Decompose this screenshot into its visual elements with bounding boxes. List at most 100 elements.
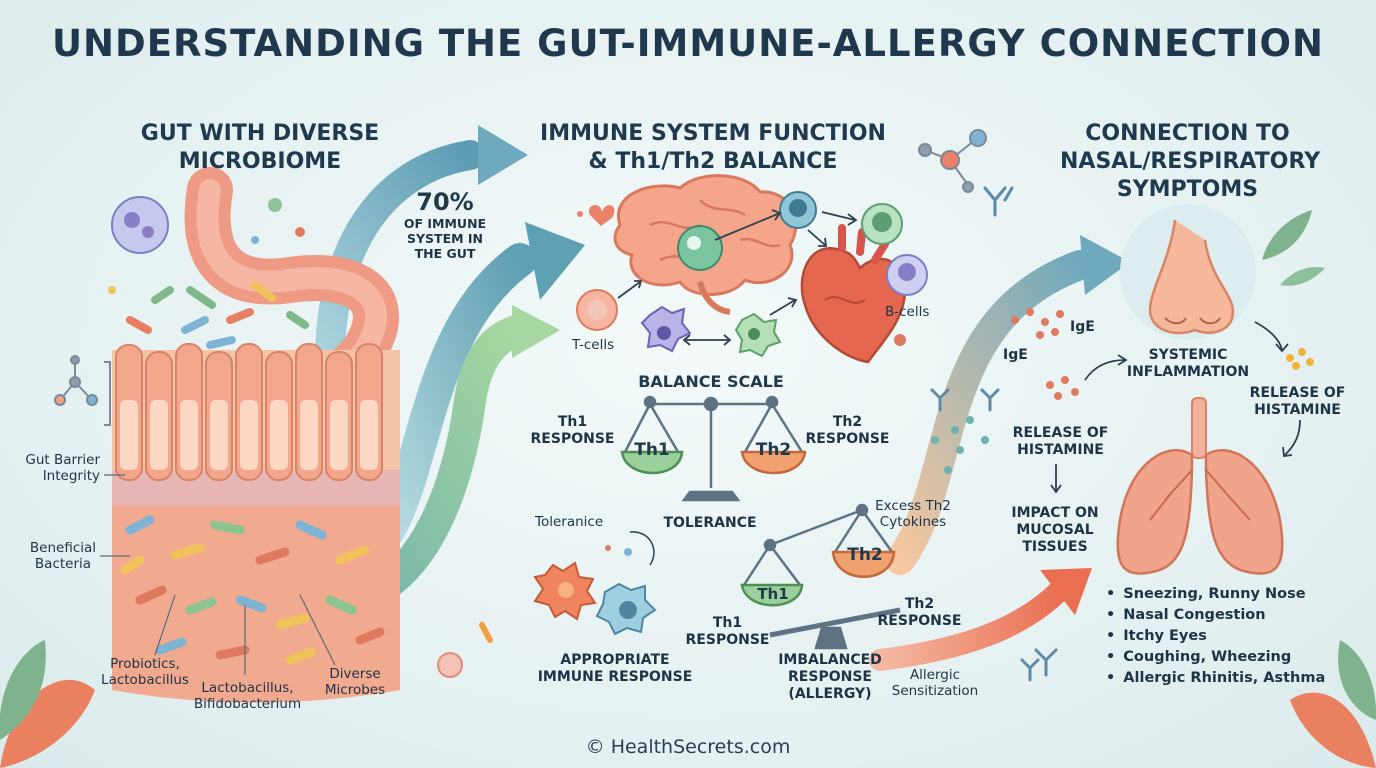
label-probiotics-line2: Lactobacillus [101,672,189,688]
section-title-immune-line1: IMMUNE SYSTEM FUNCTION [540,121,886,146]
molecule-icon-left [54,355,111,426]
microbes-cluster [108,196,493,678]
symptoms-list: Sneezing, Runny Nose Nasal Congestion It… [1106,584,1325,689]
tolerance-cells [533,531,657,636]
label-imbalanced-response: IMBALANCED RESPONSE (ALLERGY) [770,652,890,703]
label-th2-response-line1: Th2 [832,414,863,430]
symptom-item: Coughing, Wheezing [1106,647,1325,668]
section-title-nasal-line1: CONNECTION TO [1085,121,1290,146]
symptom-arrows [1050,321,1301,494]
label-th2-response-line2: RESPONSE [805,431,890,447]
nose-illustration [1120,204,1256,340]
flow-arrow-coral [869,568,1092,671]
label-systemic-inflammation: SYSTEMIC INFLAMMATION [1118,347,1258,381]
histamine-dots [931,308,1314,474]
section-title-nasal: CONNECTION TO NASAL/RESPIRATORY SYMPTOMS [1060,120,1321,204]
molecule-icon-right [918,129,987,193]
label-diverse-microbes-line1: Diverse [329,666,381,682]
label-gut-barrier: Gut Barrier Integrity [8,452,100,484]
label-allergic-sensitization-line1: Allergic [909,667,961,683]
symptom-item: Sneezing, Runny Nose [1106,584,1325,605]
label-tolerance-small: Toleranice [535,514,604,530]
label-diverse-microbes: Diverse Microbes [315,666,395,698]
label-imbalanced-response-line2: RESPONSE [788,669,872,685]
th1-plate-imbalanced: Th1 [757,585,789,603]
label-th1-response-line2: RESPONSE [530,431,615,447]
th1-plate-label: Th1 [634,440,670,460]
label-probiotics-line1: Probiotics, [110,656,180,672]
label-gut-barrier-line2: Integrity [42,468,100,484]
label-th1-response: Th1 RESPONSE [525,414,620,448]
antibody-icons [930,186,1058,682]
heart-illustration [800,224,907,364]
label-histamine-left-line2: HISTAMINE [1017,442,1104,458]
label-ige-lower: IgE [1003,347,1028,363]
label-allergic-sensitization-line2: Sensitization [891,683,979,699]
label-histamine-right-line1: RELEASE OF [1249,385,1346,401]
immune-cells [576,191,928,358]
th2-plate-imbalanced: Th2 [847,545,883,565]
immune-stat-line1: OF IMMUNE [403,216,487,231]
intestinal-wall-cross-section [112,343,400,703]
leaf-decoration-left [0,640,95,768]
label-beneficial-bacteria-line1: Beneficial [29,540,97,556]
label-systemic-inflammation-line1: SYSTEMIC [1148,347,1228,363]
label-probiotics: Probiotics, Lactobacillus [90,656,200,688]
label-th1-response-line1: Th1 [557,414,588,430]
section-title-immune: IMMUNE SYSTEM FUNCTION & Th1/Th2 BALANCE [535,120,891,176]
label-systemic-inflammation-line2: INFLAMMATION [1126,364,1250,380]
label-excess-th2-line1: Excess Th2 [875,498,951,514]
lungs-illustration [1116,397,1284,575]
label-appropriate-response: APPROPRIATE IMMUNE RESPONSE [535,652,695,686]
label-histamine-left: RELEASE OF HISTAMINE [1003,425,1118,459]
symptom-item: Itchy Eyes [1106,626,1325,647]
page-title: UNDERSTANDING THE GUT-IMMUNE-ALLERGY CON… [52,22,1324,65]
label-lactobacillus-line2: Bifidobacterium [193,696,302,712]
label-imbalanced-response-line1: IMBALANCED [778,652,882,668]
flow-arrow-blue [315,125,528,375]
label-ige-upper: IgE [1070,319,1095,335]
label-tolerance: TOLERANCE [663,515,757,531]
symptom-item: Nasal Congestion [1106,605,1325,626]
label-mucosal-impact: IMPACT ON MUCOSAL TISSUES [1000,505,1110,556]
balance-scale-imbalanced [740,503,901,650]
label-excess-th2: Excess Th2 Cytokines [868,498,958,530]
symptom-item: Allergic Rhinitis, Asthma [1106,668,1325,689]
label-imbalanced-th1-line1: Th1 [712,615,743,631]
label-histamine-right: RELEASE OF HISTAMINE [1240,385,1355,419]
section-title-gut: GUT WITH DIVERSE MICROBIOME [140,120,380,176]
section-title-immune-line2: & Th1/Th2 BALANCE [588,149,838,174]
footer-credit: © HealthSecrets.com [585,736,791,758]
gut-leader-lines [100,474,336,675]
section-title-nasal-line3: SYMPTOMS [1116,177,1259,202]
section-title-nasal-line2: NASAL/RESPIRATORY [1060,149,1321,174]
immune-stat-value: 70% [416,188,474,216]
label-imbalanced-th1: Th1 RESPONSE [680,615,775,649]
label-histamine-left-line1: RELEASE OF [1012,425,1109,441]
immune-cell-arrows [617,209,858,346]
label-imbalanced-th1-line2: RESPONSE [685,632,770,648]
label-th2-response: Th2 RESPONSE [800,414,895,448]
label-mucosal-impact-line1: IMPACT ON [1011,505,1099,521]
label-imbalanced-response-line3: (ALLERGY) [788,686,872,702]
label-appropriate-response-line2: IMMUNE RESPONSE [537,669,693,685]
label-imbalanced-th2-line1: Th2 [904,596,935,612]
label-lactobacillus: Lactobacillus, Bifidobacterium [185,680,310,712]
th2-plate-label: Th2 [755,440,792,460]
label-allergic-sensitization: Allergic Sensitization [880,667,990,699]
label-diverse-microbes-line2: Microbes [324,682,386,698]
label-mucosal-impact-line2: MUCOSAL [1016,522,1094,538]
label-beneficial-bacteria: Beneficial Bacteria [18,540,108,572]
label-balance-scale: BALANCE SCALE [638,372,784,391]
label-appropriate-response-line1: APPROPRIATE [560,652,670,668]
flow-arrow-right [885,235,1130,575]
section-title-gut-line1: GUT WITH DIVERSE [140,121,380,146]
balance-scale-balanced [620,395,807,502]
section-title-gut-line2: MICROBIOME [178,149,342,174]
label-excess-th2-line2: Cytokines [879,514,947,530]
label-t-cells: T-cells [572,337,615,353]
label-imbalanced-th2: Th2 RESPONSE [872,596,967,630]
label-b-cells: B-cells [885,304,930,320]
